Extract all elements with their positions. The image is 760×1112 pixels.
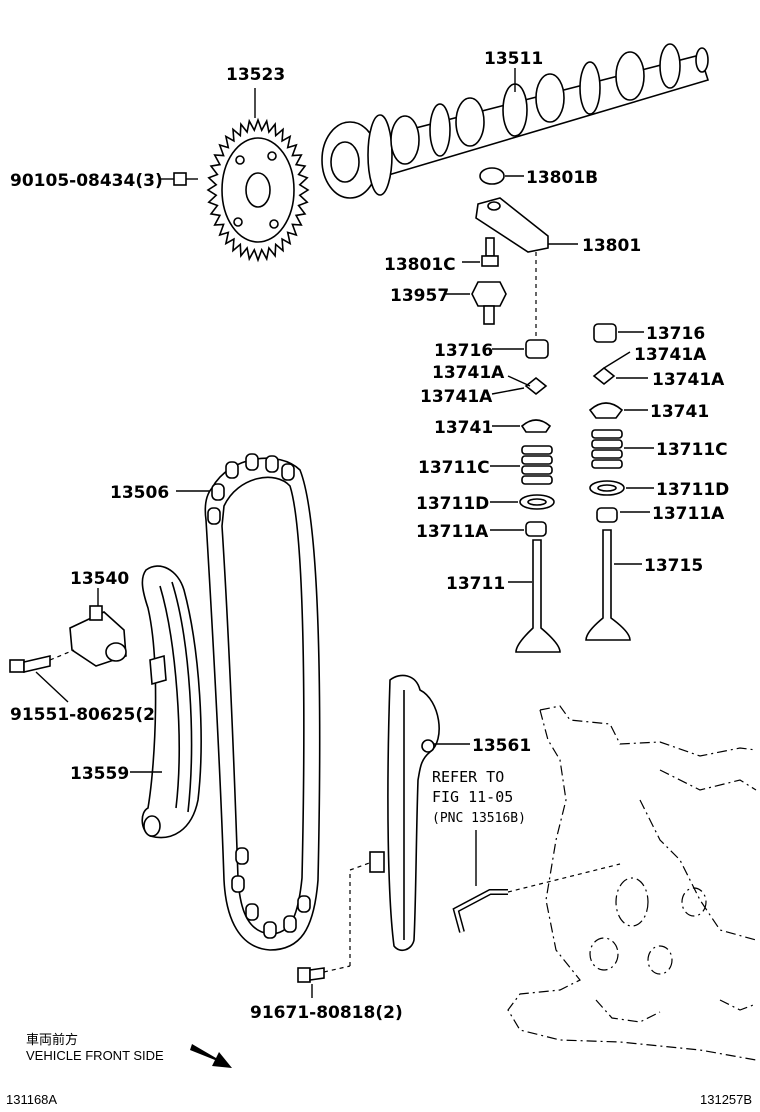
chain-link — [265, 455, 279, 473]
label-13801C: 13801C — [384, 255, 456, 275]
label-13711A-left: 13711A — [416, 522, 489, 542]
chain-link — [283, 915, 297, 933]
label-13506: 13506 — [110, 483, 169, 503]
oil-tube-drawing — [452, 889, 508, 933]
rocker-arm-drawing — [475, 197, 549, 253]
label-13711C-left: 13711C — [418, 458, 490, 478]
timing-chain-drawing — [204, 453, 321, 951]
sprocket-bolt-drawing — [173, 172, 198, 186]
label-13715: 13715 — [644, 556, 703, 576]
refer-line-2: FIG 11-05 — [432, 788, 513, 806]
chain-link — [245, 453, 259, 471]
label-13711C-right: 13711C — [656, 440, 728, 460]
label-91551-80625: 91551-80625(2) — [10, 705, 163, 725]
lash-adjuster-13957-drawing — [471, 281, 507, 325]
guide-bolt-drawing — [297, 967, 325, 983]
label-13741-right: 13741 — [650, 402, 709, 422]
label-91671-80818: 91671-80818(2) — [250, 1003, 403, 1023]
label-13561: 13561 — [472, 736, 531, 756]
adjust-bolt-13801c-drawing — [481, 237, 499, 267]
label-13540: 13540 — [70, 569, 129, 589]
label-13711D-left: 13711D — [416, 494, 489, 514]
label-13716-right: 13716 — [646, 324, 705, 344]
refer-line-3: (PNC 13516B) — [432, 811, 526, 826]
chain-link — [231, 875, 245, 893]
label-13523: 13523 — [226, 65, 285, 85]
chain-link — [281, 463, 295, 481]
footer-code-left: 131168A — [6, 1092, 57, 1107]
label-13957: 13957 — [390, 286, 449, 306]
right-valve-stack-drawing — [585, 323, 631, 641]
label-13801: 13801 — [582, 236, 641, 256]
label-13741A-right-1: 13741A — [634, 345, 707, 365]
nut-13801b-drawing — [479, 167, 505, 185]
chain-tensioner-drawing — [69, 605, 127, 667]
chain-link — [245, 903, 259, 921]
chain-guide-13561-drawing — [369, 674, 440, 952]
label-13711: 13711 — [446, 574, 505, 594]
label-13511: 13511 — [484, 49, 543, 69]
camshaft-sprocket-drawing — [206, 117, 310, 263]
label-13741A-left-2: 13741A — [420, 387, 493, 407]
label-13741A-right-2: 13741A — [652, 370, 725, 390]
camshaft-drawing — [321, 43, 710, 199]
label-13559: 13559 — [70, 764, 129, 784]
label-13716-left: 13716 — [434, 341, 493, 361]
chain-slipper-13559-drawing — [141, 565, 202, 839]
chain-link — [207, 507, 221, 525]
engine-block-outline — [507, 705, 757, 1061]
chain-link — [211, 483, 225, 501]
chain-link — [235, 847, 249, 865]
front-label-en: VEHICLE FRONT SIDE — [26, 1048, 164, 1063]
tensioner-bolt-drawing — [9, 654, 51, 674]
chain-link — [263, 921, 277, 939]
label-13801B: 13801B — [526, 168, 598, 188]
refer-line-1: REFER TO — [432, 768, 504, 786]
footer-code-right: 131257B — [700, 1092, 752, 1107]
label-13711A-right: 13711A — [652, 504, 725, 524]
label-13741A-left-1: 13741A — [432, 363, 505, 383]
chain-link — [297, 895, 311, 913]
left-valve-stack-drawing — [515, 339, 561, 653]
front-label-jp: 車両前方 — [26, 1032, 78, 1047]
chain-link — [225, 461, 239, 479]
label-13711D-right: 13711D — [656, 480, 729, 500]
label-13741-left: 13741 — [434, 418, 493, 438]
vehicle-front-arrow-icon — [190, 1044, 232, 1068]
label-90105-08434: 90105-08434(3) — [10, 171, 163, 191]
